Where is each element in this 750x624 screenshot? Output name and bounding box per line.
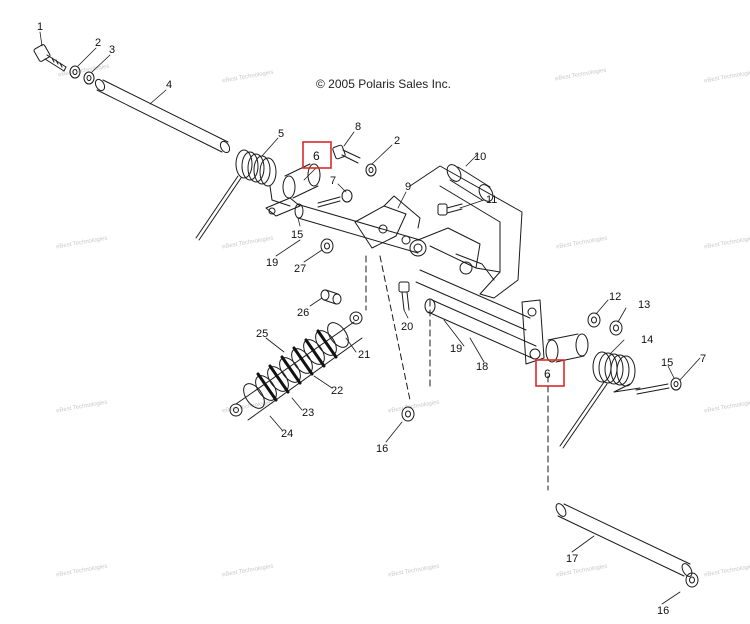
callout-24: 24 bbox=[281, 428, 293, 440]
part-27-nut bbox=[320, 238, 334, 254]
part-4-tube bbox=[94, 78, 231, 154]
callout-23: 23 bbox=[302, 407, 314, 419]
callout-2-mid: 2 bbox=[394, 135, 400, 147]
assembly-lines bbox=[365, 255, 549, 491]
part-2-washer bbox=[69, 65, 81, 79]
callout-labels: 1 2 3 4 5 6 8 2 7 10 9 11 15 19 27 26 20… bbox=[37, 21, 706, 617]
part-6-bushing-left bbox=[282, 163, 321, 199]
callout-22: 22 bbox=[331, 385, 343, 397]
callout-19-lower: 19 bbox=[450, 343, 462, 355]
part-17-tube bbox=[555, 503, 693, 577]
part-9-bracket bbox=[354, 195, 421, 249]
shock-absorber bbox=[229, 311, 363, 421]
part-26-bushing bbox=[320, 289, 342, 305]
callout-26: 26 bbox=[297, 307, 309, 319]
callout-7: 7 bbox=[330, 175, 336, 187]
callout-11: 11 bbox=[486, 194, 497, 206]
callout-8: 8 bbox=[355, 121, 361, 133]
part-12-nut bbox=[587, 312, 601, 328]
callout-6-left: 6 bbox=[313, 149, 320, 163]
highlight-box-part-6-left bbox=[302, 141, 332, 169]
callout-12: 12 bbox=[609, 291, 621, 303]
part-5-spring bbox=[195, 149, 291, 241]
part-10-bushing bbox=[446, 164, 494, 202]
part-11-bolt bbox=[437, 203, 463, 216]
copyright-notice: © 2005 Polaris Sales Inc. bbox=[316, 77, 451, 91]
end-plate-right bbox=[521, 299, 545, 365]
callout-21: 21 bbox=[358, 349, 370, 361]
part-18-rail bbox=[415, 269, 537, 359]
callout-10: 10 bbox=[474, 151, 486, 163]
callout-1: 1 bbox=[37, 21, 43, 33]
callout-19: 19 bbox=[266, 257, 278, 269]
part-1-bolt bbox=[33, 44, 67, 72]
leader-lines bbox=[39, 31, 701, 605]
part-6-bushing-right bbox=[545, 333, 589, 363]
part-16-washer-bottom bbox=[685, 572, 699, 588]
part-13-nut bbox=[609, 320, 623, 336]
callout-7-right: 7 bbox=[700, 353, 706, 365]
part-14-spring bbox=[559, 351, 641, 449]
callout-20: 20 bbox=[401, 321, 413, 333]
part-2-washer-mid bbox=[365, 163, 377, 177]
part-16-washer-mid bbox=[401, 406, 415, 422]
callout-18: 18 bbox=[476, 361, 488, 373]
highlight-box-part-6-right bbox=[535, 359, 565, 387]
part-15-tab bbox=[265, 197, 301, 217]
part-3-nut bbox=[83, 71, 95, 85]
callout-4: 4 bbox=[166, 79, 172, 91]
callout-13: 13 bbox=[638, 299, 650, 311]
callout-15-right: 15 bbox=[661, 357, 673, 369]
callout-6-right: 6 bbox=[544, 367, 551, 381]
shock-spring-coils bbox=[256, 329, 338, 402]
callout-17: 17 bbox=[566, 553, 578, 565]
callout-16-bottom: 16 bbox=[657, 605, 669, 617]
callout-14: 14 bbox=[641, 334, 653, 346]
callout-16: 16 bbox=[376, 443, 388, 455]
callout-5: 5 bbox=[278, 128, 284, 140]
swing-arm-frame bbox=[409, 165, 523, 299]
callout-25: 25 bbox=[256, 328, 268, 340]
part-8-bolt bbox=[332, 144, 361, 164]
callout-27: 27 bbox=[294, 263, 306, 275]
callout-2: 2 bbox=[95, 37, 101, 49]
callout-3: 3 bbox=[109, 44, 115, 56]
callout-9: 9 bbox=[405, 181, 411, 193]
part-19-shaft-upper bbox=[294, 203, 421, 254]
part-15-bolt-right bbox=[635, 377, 682, 395]
part-7-bolt-upper bbox=[317, 189, 353, 208]
highlight-boxes bbox=[302, 141, 565, 387]
callout-15: 15 bbox=[291, 229, 303, 241]
part-20-bolt bbox=[398, 281, 410, 311]
